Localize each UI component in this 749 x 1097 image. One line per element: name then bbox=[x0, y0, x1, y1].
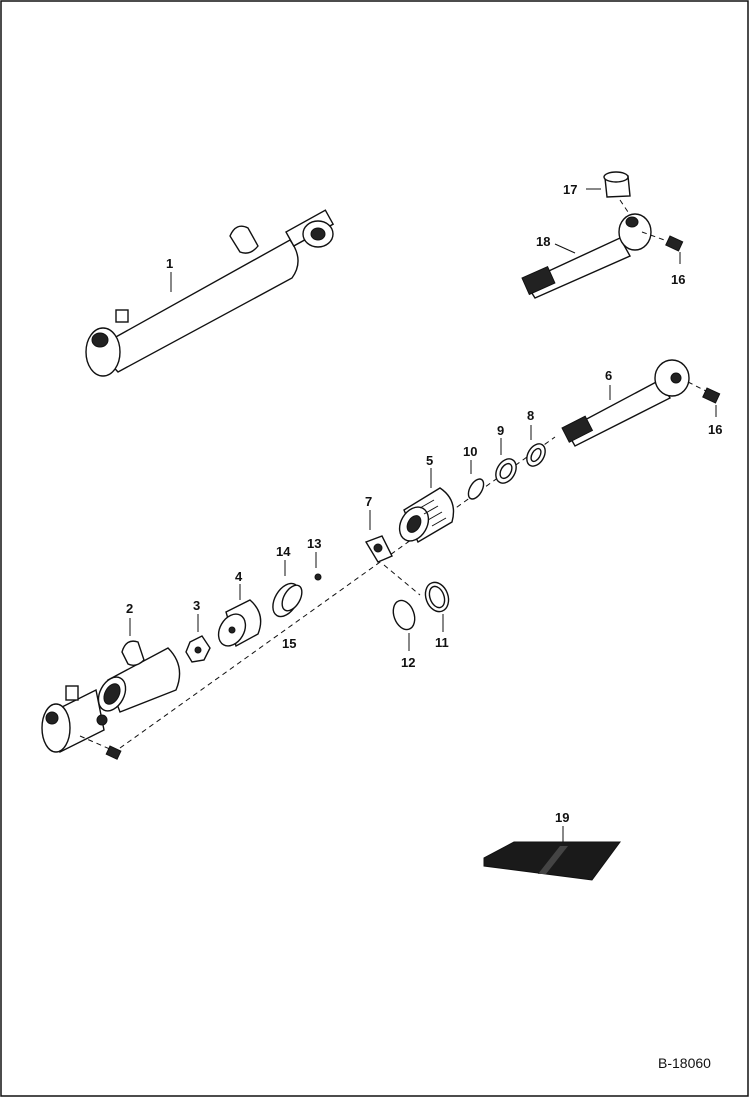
base-end-clevis bbox=[41, 685, 122, 760]
callout-11: 11 bbox=[435, 635, 449, 650]
callout-8: 8 bbox=[527, 408, 534, 423]
callout-13: 13 bbox=[307, 536, 321, 551]
callout-2: 2 bbox=[126, 601, 133, 616]
callout-3: 3 bbox=[193, 598, 200, 613]
part-7-valve bbox=[364, 510, 393, 563]
callout-16-top: 16 bbox=[671, 272, 685, 287]
part-6-rod bbox=[561, 359, 709, 447]
assembly-axis-line bbox=[119, 436, 556, 749]
part-13-pin bbox=[314, 552, 322, 581]
part-8-ring bbox=[526, 425, 546, 467]
callout-16-mid: 16 bbox=[708, 422, 722, 437]
part-12-oring bbox=[392, 599, 416, 651]
part-19-decal bbox=[483, 826, 621, 881]
part-4-piston bbox=[217, 584, 262, 648]
callout-12: 12 bbox=[401, 655, 415, 670]
callout-10: 10 bbox=[463, 444, 477, 459]
callout-5: 5 bbox=[426, 453, 433, 468]
callout-6: 6 bbox=[605, 368, 612, 383]
part-11-backup-ring bbox=[424, 581, 450, 632]
callout-7: 7 bbox=[365, 494, 372, 509]
part-16-grease-fitting-top bbox=[665, 235, 684, 264]
part-10-oring bbox=[467, 460, 485, 500]
callout-9: 9 bbox=[497, 423, 504, 438]
part-16-grease-fitting-mid bbox=[702, 387, 721, 417]
callout-15: 15 bbox=[282, 636, 296, 651]
part-5-cylinder-head bbox=[398, 468, 455, 544]
callout-1: 1 bbox=[166, 256, 173, 271]
callout-4: 4 bbox=[235, 569, 243, 584]
part-17-bushing bbox=[586, 171, 631, 198]
part-2-barrel bbox=[97, 618, 181, 713]
part-18-rod bbox=[521, 199, 671, 299]
part-9-ring bbox=[495, 438, 517, 484]
callout-14: 14 bbox=[276, 544, 291, 559]
part-14-wear-ring bbox=[272, 560, 303, 618]
callout-18: 18 bbox=[536, 234, 550, 249]
part-1-cylinder-assembly bbox=[85, 209, 335, 377]
part-3-nut bbox=[185, 614, 211, 663]
callout-19: 19 bbox=[555, 810, 569, 825]
figure-reference-code: B-18060 bbox=[658, 1055, 711, 1071]
callout-17: 17 bbox=[563, 182, 577, 197]
